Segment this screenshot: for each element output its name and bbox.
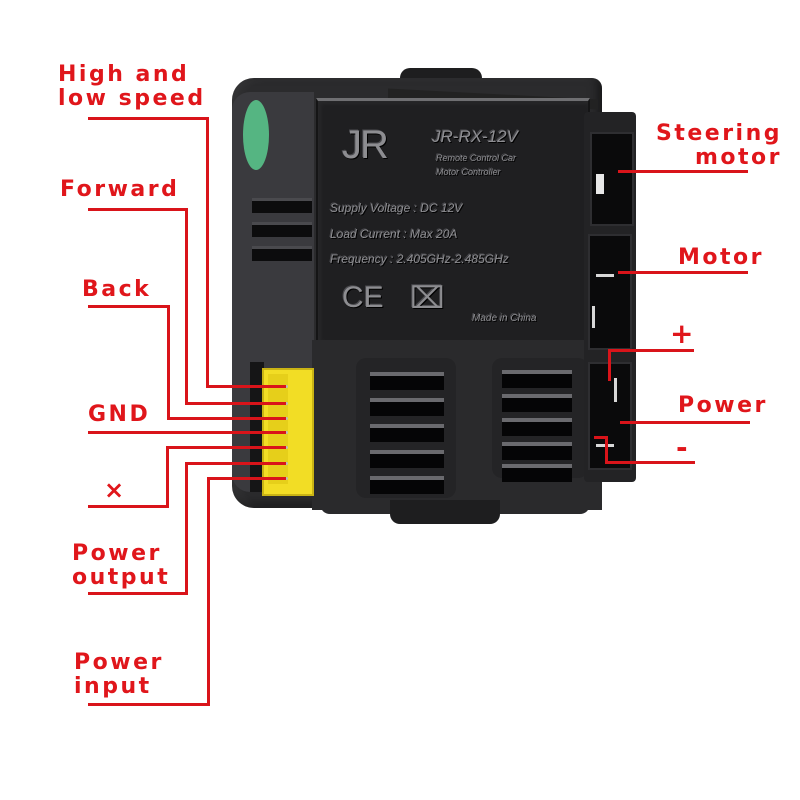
model-name: JR-RX-12V — [432, 127, 518, 146]
leader-high-low-speed-vertical — [206, 117, 209, 388]
side-vent-slot — [252, 222, 312, 237]
spec-supply-voltage: Supply Voltage : DC 12V — [330, 201, 463, 215]
left-vent-group — [356, 358, 456, 498]
label-power-input: Power input — [74, 650, 164, 699]
vent-slot — [370, 398, 444, 416]
leader-forward-vertical — [185, 208, 188, 405]
vent-slot — [502, 370, 572, 388]
leader-unused-pin — [166, 446, 286, 449]
leader-minus-stub — [594, 436, 608, 439]
made-in-china: Made in China — [472, 313, 537, 324]
socket-pin — [596, 174, 604, 194]
label-plus: + — [670, 317, 696, 350]
green-qc-sticker — [243, 100, 269, 170]
leader-back-vertical — [167, 305, 170, 420]
leader-gnd — [88, 431, 286, 434]
label-unused-pin: × — [104, 476, 127, 504]
connector-cavity — [268, 374, 288, 484]
weee-bin-icon: ⌧ — [410, 282, 445, 315]
subtitle-line-1: Remote Control Car — [436, 153, 517, 163]
vent-slot — [502, 442, 572, 460]
leader-power-input-vertical — [207, 477, 210, 706]
label-high-low-speed: High and low speed — [58, 62, 206, 111]
label-forward: Forward — [60, 177, 180, 202]
label-gnd: GND — [88, 402, 151, 427]
leader-plus — [608, 349, 694, 352]
socket-pin — [596, 274, 614, 277]
leader-forward — [88, 208, 188, 211]
bottom-mounting-tab — [390, 500, 500, 524]
lower-housing — [312, 340, 602, 510]
leader-minus — [605, 461, 695, 464]
leader-power-output-vertical — [185, 462, 188, 595]
leader-high-low-speed — [88, 117, 209, 120]
vent-slot — [370, 424, 444, 442]
connector-shroud — [250, 362, 264, 492]
label-motor: Motor — [678, 245, 764, 270]
leader-high-low-speed-pin — [206, 385, 286, 388]
socket-pin — [592, 306, 595, 328]
leader-power-output — [88, 592, 188, 595]
side-vent-slot — [252, 198, 312, 213]
pin-6 — [285, 462, 288, 465]
jr-logo: JR — [342, 123, 389, 167]
pin-7 — [285, 477, 288, 480]
right-vent-group — [492, 358, 588, 482]
steering-motor-socket[interactable] — [590, 132, 634, 226]
leader-back-pin — [167, 417, 286, 420]
label-steering-motor: Steering motor — [656, 121, 783, 170]
leader-power-input — [88, 703, 210, 706]
leader-power — [620, 421, 750, 424]
ce-mark: CE — [342, 281, 384, 314]
subtitle-line-2: Motor Controller — [436, 167, 501, 177]
leader-power-input-pin — [207, 477, 286, 480]
pin-3 — [285, 417, 288, 420]
leader-motor — [618, 271, 748, 274]
leader-unused-vertical — [166, 446, 169, 508]
vent-slot — [370, 450, 444, 468]
label-power: Power — [678, 393, 768, 418]
label-power-output: Power output — [72, 541, 171, 590]
spec-frequency: Frequency : 2.405GHz-2.485GHz — [330, 252, 509, 266]
vent-slot — [502, 394, 572, 412]
pin-5 — [285, 446, 288, 449]
pin-1 — [285, 385, 288, 388]
leader-minus-vertical — [605, 436, 608, 463]
spec-load-current: Load Current : Max 20A — [330, 227, 458, 241]
pin-2 — [285, 402, 288, 405]
label-minus: - — [676, 431, 691, 464]
socket-pin-plus — [614, 378, 617, 402]
leader-plus-vertical — [608, 349, 611, 381]
leader-unused — [88, 505, 169, 508]
vent-slot — [370, 476, 444, 494]
label-panel: JR JR-RX-12V Remote Control Car Motor Co… — [316, 98, 590, 343]
right-socket-block — [584, 112, 636, 482]
motor-socket[interactable] — [588, 234, 632, 350]
pin-4 — [285, 431, 288, 434]
side-vent-slot — [252, 246, 312, 261]
label-back: Back — [82, 277, 152, 302]
leader-steering-motor — [618, 170, 748, 173]
vent-slot — [502, 464, 572, 482]
vent-slot — [370, 372, 444, 390]
leader-back — [88, 305, 170, 308]
leader-forward-pin — [185, 402, 286, 405]
leader-power-output-pin — [185, 462, 286, 465]
vent-slot — [502, 418, 572, 436]
